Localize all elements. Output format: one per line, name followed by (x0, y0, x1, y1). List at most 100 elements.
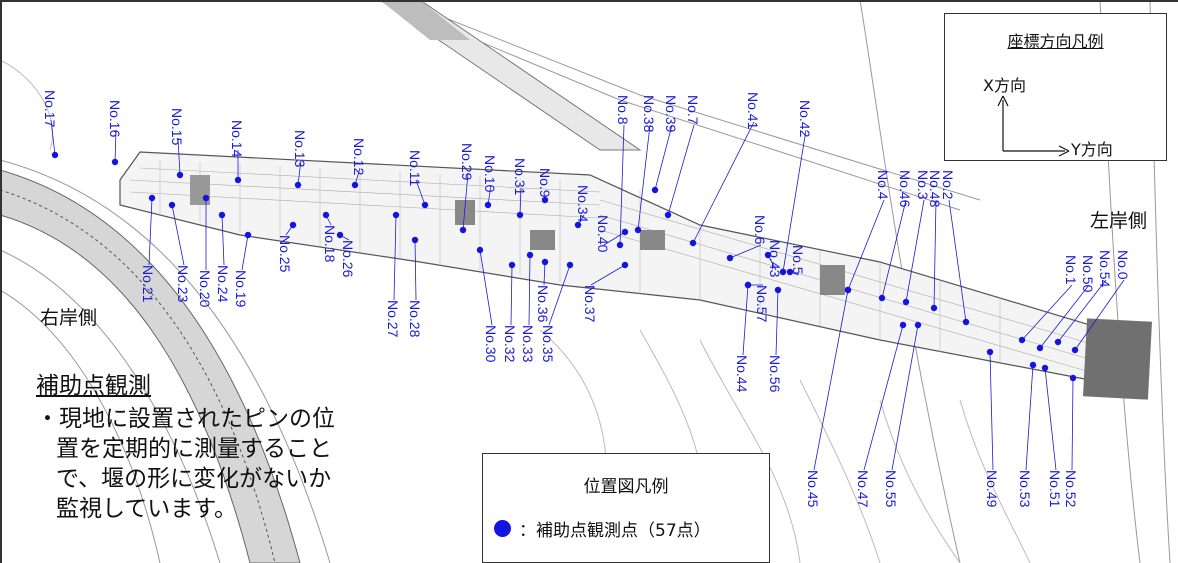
leader-line-no-7 (667, 124, 695, 216)
leader-line-no-45 (813, 289, 849, 471)
leader-line-no-50 (1039, 284, 1090, 349)
point-label-no-24: No.24 (215, 265, 231, 303)
observation-point-no-9 (541, 196, 549, 204)
observation-point-no-31 (516, 211, 524, 219)
point-label-no-55: No.55 (883, 470, 899, 508)
observation-point-no-6 (726, 254, 734, 262)
observation-point-no-1 (1018, 336, 1026, 344)
point-label-no-16: No.16 (107, 100, 123, 138)
notes-line-2: 置を定期的に測量すること (56, 436, 332, 462)
point-label-no-10: No.10 (482, 155, 498, 193)
point-label-no-40: No.40 (595, 215, 611, 253)
point-label-no-28: No.28 (407, 300, 423, 338)
point-label-no-13: No.13 (292, 130, 308, 168)
observation-points (51, 151, 1079, 382)
point-label-no-3: No.3 (915, 170, 931, 200)
leader-line-no-39 (654, 124, 673, 191)
x-direction-label: X方向 (983, 76, 1026, 95)
point-label-no-51: No.51 (1047, 470, 1063, 508)
leader-line-no-33 (528, 254, 531, 326)
observation-point-no-32 (508, 261, 516, 269)
leader-line-no-42 (782, 129, 807, 273)
point-label-no-15: No.15 (169, 108, 185, 146)
observation-point-no-14 (234, 176, 242, 184)
observation-point-no-40 (621, 228, 629, 236)
point-label-no-42: No.42 (797, 100, 813, 138)
point-label-no-12: No.12 (351, 138, 367, 176)
point-label-no-7: No.7 (685, 95, 701, 125)
point-label-no-4: No.4 (875, 170, 891, 200)
observation-point-no-35 (566, 261, 574, 269)
leader-line-no-35 (548, 264, 571, 326)
observation-point-no-49 (986, 348, 994, 356)
point-label-no-20: No.20 (197, 270, 213, 308)
leader-line-no-2 (948, 199, 967, 323)
coordinate-legend: 座標方向凡例 X方向 Y方向 (944, 13, 1167, 161)
leader-line-no-48 (933, 199, 937, 309)
point-label-no-34: No.34 (575, 185, 591, 223)
point-label-no-5: No.5 (790, 245, 806, 275)
observation-point-no-19 (244, 231, 252, 239)
observation-point-no-16 (111, 158, 119, 166)
observation-point-no-43 (764, 251, 772, 259)
point-label-no-1: No.1 (1063, 255, 1079, 285)
point-label-no-32: No.32 (502, 325, 518, 363)
point-label-no-46: No.46 (897, 170, 913, 208)
leader-line-no-28 (414, 239, 417, 301)
observation-point-no-42 (779, 268, 787, 276)
point-label-no-49: No.49 (984, 470, 1000, 508)
observation-point-no-39 (651, 186, 659, 194)
leader-line-no-40 (603, 231, 626, 246)
leader-line-no-47 (863, 324, 904, 471)
observation-point-no-3 (902, 298, 910, 306)
observation-point-no-45 (844, 286, 852, 294)
position-legend: 位置図凡例 ：補助点観測点（57点） (482, 453, 770, 563)
notes-line-4: 監視しています。 (56, 496, 238, 522)
leader-line-no-17 (50, 119, 56, 156)
leader-line-no-23 (171, 204, 185, 266)
position-legend-title: 位置図凡例 (583, 477, 669, 497)
point-label-no-48: No.48 (927, 170, 943, 208)
notes-line-1: ・現地に設置されたピンの位 (36, 406, 335, 432)
leader-line-no-0 (1074, 279, 1125, 351)
point-label-no-52: No.52 (1063, 470, 1079, 508)
y-direction-label: Y方向 (1071, 140, 1113, 159)
left-bank-label: 左岸側 (1090, 210, 1148, 232)
leader-line-no-15 (177, 137, 181, 176)
leader-line-no-11 (415, 179, 426, 206)
observation-point-no-26 (336, 231, 344, 239)
leader-line-no-52 (1071, 377, 1074, 471)
axis-arrows-icon (997, 95, 1070, 157)
leader-lines (50, 119, 1125, 471)
point-label-no-38: No.38 (641, 95, 657, 133)
observation-point-no-7 (664, 211, 672, 219)
observation-point-no-36 (541, 258, 549, 266)
observation-point-no-47 (899, 321, 907, 329)
leader-line-no-19 (241, 234, 249, 271)
point-label-no-43: No.43 (767, 240, 783, 278)
point-label-no-17: No.17 (42, 90, 58, 128)
observation-point-no-57 (744, 281, 752, 289)
observation-point-no-24 (218, 211, 226, 219)
observation-point-no-54 (1054, 338, 1062, 346)
point-label-no-8: No.8 (615, 95, 631, 125)
coordinate-legend-title: 座標方向凡例 (1007, 32, 1104, 51)
observation-point-no-20 (202, 194, 210, 202)
observation-point-no-12 (351, 181, 359, 189)
point-label-no-39: No.39 (663, 95, 679, 133)
point-label-no-19: No.19 (233, 270, 249, 308)
observation-point-no-8 (616, 241, 624, 249)
upper-road-band (379, 0, 642, 151)
leader-line-no-54 (1057, 279, 1107, 343)
right-bank-label: 右岸側 (40, 307, 98, 329)
point-label-no-23: No.23 (175, 265, 191, 303)
position-legend-marker-text: ：補助点観測点（57点） (519, 521, 711, 541)
leader-line-no-4 (847, 199, 885, 291)
point-label-no-36: No.36 (535, 285, 551, 323)
observation-point-no-15 (176, 171, 184, 179)
observation-point-no-11 (421, 201, 429, 209)
notes-block: 補助点観測 ・現地に設置されたピンの位 置を定期的に測量すること で、堰の形に変… (36, 366, 436, 524)
observation-point-no-53 (1029, 361, 1037, 369)
leader-line-no-55 (891, 324, 919, 471)
